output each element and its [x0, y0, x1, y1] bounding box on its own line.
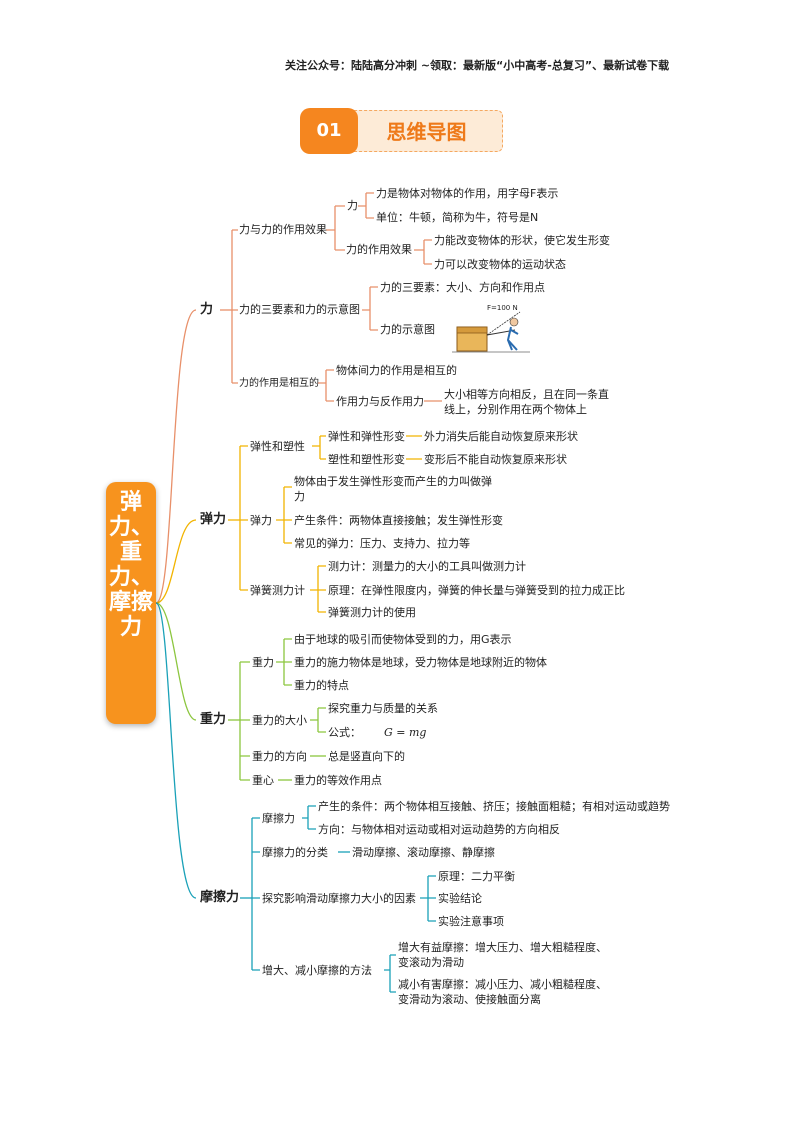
leaf-gravity-features: 重力的特点: [294, 679, 349, 692]
leaf-explore-principle: 原理：二力平衡: [438, 870, 515, 883]
leaf-formula-label: 公式：: [328, 726, 361, 739]
figure-force-label: F=100 N: [487, 304, 518, 312]
node-action-reaction: 作用力与反作用力: [336, 395, 424, 408]
node-gravity-direction: 重力的方向: [252, 750, 307, 763]
leaf-gravity-definition: 由于地球的吸引而使物体受到的力，用G表示: [294, 633, 512, 646]
leaf-effect-shape: 力能改变物体的形状，使它发生形变: [434, 234, 610, 247]
leaf-elastic-common: 常见的弹力：压力、支持力、拉力等: [294, 537, 470, 550]
leaf-formula: G = mg: [384, 726, 427, 739]
branch-elastic: 弹力: [200, 512, 227, 527]
node-gravity-magnitude: 重力的大小: [252, 714, 307, 727]
node-elasticity: 弹性和塑性: [250, 440, 305, 453]
leaf-spring-usage: 弹簧测力计的使用: [328, 606, 416, 619]
leaf-force-diagram: 力的示意图: [380, 323, 435, 336]
leaf-elastic-condition: 产生条件：两物体直接接触；发生弹性形变: [294, 514, 503, 527]
leaf-dynamometer: 测力计：测量力的大小的工具叫做测力计: [328, 560, 526, 573]
node-gravity: 重力: [252, 656, 274, 669]
node-three-elements: 力的三要素和力的示意图: [239, 303, 360, 316]
leaf-friction-direction: 方向：与物体相对运动或相对运动趋势的方向相反: [318, 823, 560, 836]
force-diagram-illustration: [452, 311, 530, 353]
node-friction: 摩擦力: [262, 812, 295, 825]
node-elastic-deform: 弹性和弹性形变: [328, 430, 405, 443]
leaf-gravity-direction: 总是竖直向下的: [328, 750, 405, 763]
node-spring-meter: 弹簧测力计: [250, 584, 305, 597]
leaf-gravity-source: 重力的施力物体是地球，受力物体是地球附近的物体: [294, 656, 547, 669]
node-mutual: 力的作用是相互的: [239, 378, 319, 389]
leaf-mutual: 物体间力的作用是相互的: [336, 364, 457, 377]
branch-friction: 摩擦力: [200, 890, 240, 905]
leaf-explore-conclusion: 实验结论: [438, 892, 482, 905]
branch-gravity: 重力: [200, 712, 227, 727]
node-friction-methods: 增大、减小摩擦的方法: [262, 964, 372, 977]
page-header: 关注公众号：陆陆高分冲刺 ~领取：最新版“小中高考-总复习”、最新试卷下载: [285, 59, 670, 72]
node-force: 力: [347, 199, 358, 212]
leaf-force-unit: 单位：牛顿，简称为牛，符号是N: [376, 211, 539, 224]
leaf-elastic-definition: 物体由于发生弹性形变而产生的力叫做弹力: [294, 475, 492, 503]
node-elastic-force: 弹力: [250, 514, 272, 527]
leaf-plastic-deform: 变形后不能自动恢复原来形状: [424, 453, 567, 466]
leaf-gravity-explore: 探究重力与质量的关系: [328, 702, 438, 715]
leaf-friction-condition: 产生的条件：两个物体相互接触、挤压；接触面粗糙；有相对运动或趋势: [318, 800, 670, 813]
leaf-effect-motion: 力可以改变物体的运动状态: [434, 258, 566, 271]
leaf-elastic-deform: 外力消失后能自动恢复原来形状: [424, 430, 578, 443]
leaf-three-elements: 力的三要素：大小、方向和作用点: [380, 281, 545, 294]
node-force-effect: 力与力的作用效果: [239, 223, 327, 236]
leaf-action-reaction: 大小相等方向相反，且在同一条直线上，分别作用在两个物体上: [444, 388, 609, 416]
node-center-of-gravity: 重心: [252, 774, 274, 787]
leaf-decrease-friction: 减小有害摩擦：减小压力、减小粗糙程度、变滑动为滚动、使接触面分离: [398, 978, 607, 1006]
root-label: 弹力、重力、摩擦力: [108, 490, 153, 640]
leaf-friction-types: 滑动摩擦、滚动摩擦、静摩擦: [352, 846, 495, 859]
section-number-badge: 01: [300, 108, 358, 154]
leaf-force-definition: 力是物体对物体的作用，用字母F表示: [376, 187, 559, 200]
leaf-increase-friction: 增大有益摩擦：增大压力、增大粗糙程度、变滚动为滑动: [398, 941, 607, 969]
section-title: 思维导图: [338, 110, 503, 152]
node-friction-types: 摩擦力的分类: [262, 846, 328, 859]
node-plastic-deform: 塑性和塑性形变: [328, 453, 405, 466]
node-friction-explore: 探究影响滑动摩擦力大小的因素: [262, 892, 416, 905]
leaf-explore-notes: 实验注意事项: [438, 915, 504, 928]
leaf-center-of-gravity: 重力的等效作用点: [294, 774, 382, 787]
branch-force: 力: [200, 302, 214, 317]
node-effect: 力的作用效果: [346, 243, 412, 256]
root-node: 弹力、重力、摩擦力: [106, 482, 156, 724]
leaf-spring-principle: 原理：在弹性限度内，弹簧的伸长量与弹簧受到的拉力成正比: [328, 584, 625, 597]
